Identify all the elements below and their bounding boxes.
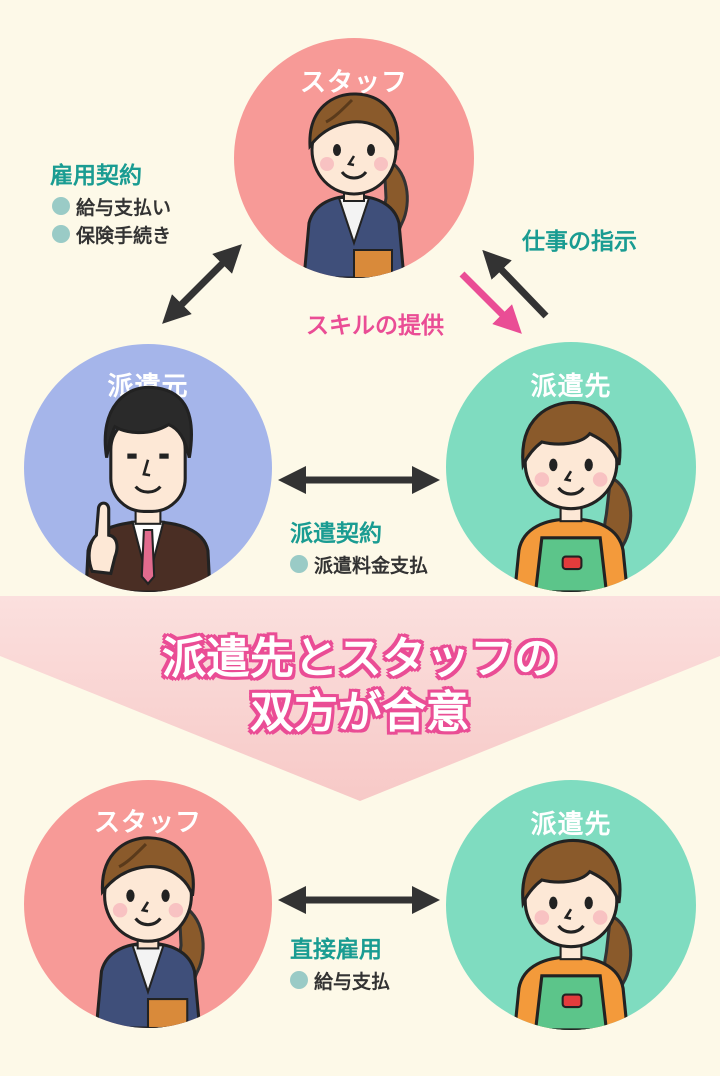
employment-contract-list: 給与支払い 保険手続き bbox=[52, 192, 171, 248]
skill-provision-label: スキルの提供 bbox=[306, 313, 444, 339]
bullet-icon bbox=[52, 225, 70, 243]
list-item: 派遣料金支払 bbox=[290, 550, 428, 578]
skill-arrow bbox=[459, 271, 522, 334]
top-arrows bbox=[162, 244, 549, 494]
instruction-arrow bbox=[482, 249, 549, 319]
bullet-icon bbox=[52, 197, 70, 215]
direct-employment-list: 給与支払 bbox=[290, 966, 390, 994]
employment-contract-title: 雇用契約 bbox=[50, 163, 142, 189]
list-item: 給与支払い bbox=[52, 192, 171, 220]
agreement-banner-shape bbox=[0, 596, 720, 801]
haken-saki-circle-bottom: 派遣先 bbox=[446, 780, 696, 1030]
agreement-banner: 派遣先とスタッフの 双方が合意 bbox=[0, 632, 720, 740]
staff-circle-bottom: スタッフ bbox=[24, 780, 272, 1028]
bullet-icon bbox=[290, 555, 308, 573]
banner-line1: 派遣先とスタッフの bbox=[162, 633, 558, 684]
haken-saki-label-bottom: 派遣先 bbox=[530, 810, 612, 840]
list-item: 給与支払 bbox=[290, 966, 390, 994]
staff-label-bottom: スタッフ bbox=[93, 808, 202, 838]
bottom-arrows bbox=[278, 886, 440, 914]
haken-saki-label-top: 派遣先 bbox=[530, 372, 612, 402]
bullet-icon bbox=[290, 971, 308, 989]
direct-employment-title: 直接雇用 bbox=[290, 937, 382, 963]
haken-saki-circle-top: 派遣先 bbox=[446, 342, 696, 592]
dispatch-contract-title: 派遣契約 bbox=[290, 521, 382, 547]
staff-circle-top: スタッフ bbox=[234, 38, 474, 278]
dispatch-contract-list: 派遣料金支払 bbox=[290, 550, 428, 578]
employment-arrow bbox=[162, 244, 242, 324]
list-item: 保険手続き bbox=[52, 220, 171, 248]
banner-line2: 双方が合意 bbox=[250, 687, 470, 738]
work-instruction-label: 仕事の指示 bbox=[522, 229, 637, 255]
haken-moto-circle: 派遣元 bbox=[24, 344, 272, 592]
